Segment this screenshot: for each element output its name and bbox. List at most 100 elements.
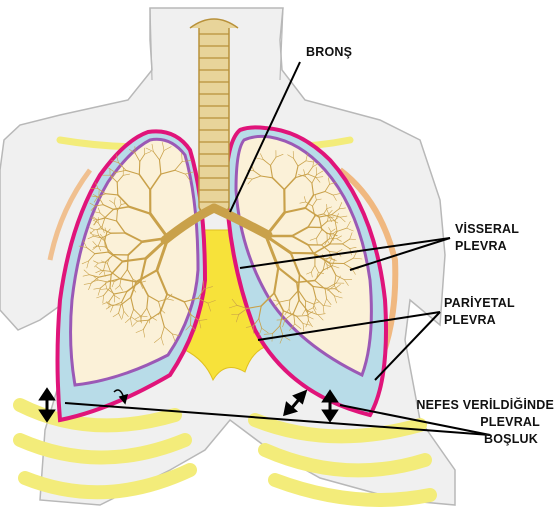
right-bronchiole (314, 269, 324, 282)
left-bronchiole (97, 222, 103, 230)
right-bronchiole (312, 199, 317, 207)
right-bronchiole (353, 257, 363, 260)
left-bronchiole (94, 251, 109, 255)
left-bronchiole (158, 301, 162, 310)
right-bronchiole (316, 229, 323, 239)
bronchus-leader (229, 61, 301, 213)
left-bronchiole (150, 316, 157, 321)
parietal-leader-2 (374, 311, 441, 381)
left-bronchiole (108, 167, 116, 173)
right-bronchiole (279, 325, 284, 337)
right-bronchiole (315, 298, 324, 306)
neck-line-left (149, 7, 153, 81)
right-bronchiole (334, 295, 343, 299)
left-bronchiole (197, 297, 209, 304)
left-bronchiole (96, 229, 99, 236)
right-bronchiole (231, 298, 238, 306)
left-bronchiole (89, 229, 95, 234)
left-bronchiole (110, 260, 124, 276)
left-bronchiole (138, 173, 151, 191)
left-bronchiole (125, 317, 131, 324)
right-bronchiole (322, 305, 331, 307)
left-bronchiole (94, 262, 99, 268)
left-bronchiole (159, 150, 165, 161)
right-bronchiole (271, 325, 281, 335)
left-bronchiole (116, 174, 124, 183)
right-bronchiole (321, 238, 330, 246)
right-bronchiole (258, 305, 262, 320)
right-bronchiole (329, 251, 338, 253)
left-bronchiole (96, 295, 104, 299)
left-bronchiole (119, 277, 137, 283)
left-bronchiole (104, 193, 119, 196)
label-pleural-space: NEFES VERİLDİĞİNDE PLEVRAL BOŞLUK (410, 397, 554, 448)
left-bronchiole (88, 282, 92, 291)
left-bronchiole (117, 194, 130, 208)
right-bronchiole (293, 157, 299, 167)
left-bronchiole (139, 282, 143, 289)
left-bronchiole (141, 307, 148, 317)
left-bronchiole (111, 281, 115, 288)
left-bronchiole (92, 234, 99, 236)
right-bronchiole (326, 208, 330, 215)
right-bronchiole (307, 166, 314, 175)
main-bronchi (160, 203, 273, 245)
right-bronchiole (238, 307, 248, 315)
label-visceral-pleura: VİSSERAL PLEVRA (455, 221, 519, 255)
left-bronchiole (99, 281, 108, 289)
left-bronchiole (145, 147, 154, 152)
right-bronchiole (336, 227, 348, 232)
right-bronchiole (334, 213, 339, 222)
left-bronchiole (110, 305, 114, 313)
right-bronchiole (314, 265, 319, 273)
left-bronchiole (113, 290, 128, 295)
right-bronchiole (270, 156, 277, 166)
right-bronchiole (334, 295, 337, 304)
left-bronchiole (115, 220, 126, 234)
left-bronchiole (160, 336, 164, 346)
right-bronchiole (326, 287, 335, 297)
right-bronchiole (269, 164, 274, 179)
left-bronchiole (120, 296, 132, 306)
left-bronchiole (121, 310, 125, 319)
space-leader-1 (64, 402, 491, 436)
right-bronchiole (298, 299, 309, 312)
left-bronchiole (99, 212, 107, 219)
right-bronchiole (312, 190, 326, 196)
right-bronchiole (311, 174, 317, 184)
left-bronchiole (119, 199, 122, 205)
left-bronchiole (102, 301, 110, 305)
leader-lines (64, 61, 491, 436)
left-bronchiole (95, 266, 102, 271)
left-bronchiole (198, 320, 202, 329)
right-bronchiole (341, 243, 351, 250)
right-bronchiole (305, 153, 308, 162)
right-bronchiole (296, 315, 304, 324)
right-bronchiole (317, 314, 324, 321)
left-lung (55, 129, 208, 423)
label-bronchus-text: BRONŞ (306, 45, 353, 59)
left-bronchiole (183, 301, 192, 316)
right-bronchiole (312, 162, 320, 167)
left-bronchiole (140, 315, 148, 318)
left-bronchiole (104, 246, 114, 256)
right-bronchiole (306, 271, 312, 275)
left-bronchiole (130, 316, 138, 322)
right-bronchiole (283, 206, 307, 214)
neck-line-right (279, 7, 284, 81)
right-bronchiole (336, 235, 342, 239)
left-bronchiole (147, 295, 160, 303)
right-bronchiole (321, 244, 330, 252)
left-bronchiole (174, 161, 183, 171)
double-arrow-icon (38, 387, 56, 423)
left-bronchiole (148, 212, 170, 240)
left-bronchiole (158, 159, 162, 175)
right-bronchiole (273, 266, 280, 295)
left-bronchiole (185, 171, 194, 175)
left-bronchiole (114, 295, 121, 300)
right-bronchiole (324, 288, 328, 300)
left-bronchiole (143, 329, 145, 338)
right-bronchiole (296, 281, 300, 301)
right-bronchiole (317, 313, 326, 316)
